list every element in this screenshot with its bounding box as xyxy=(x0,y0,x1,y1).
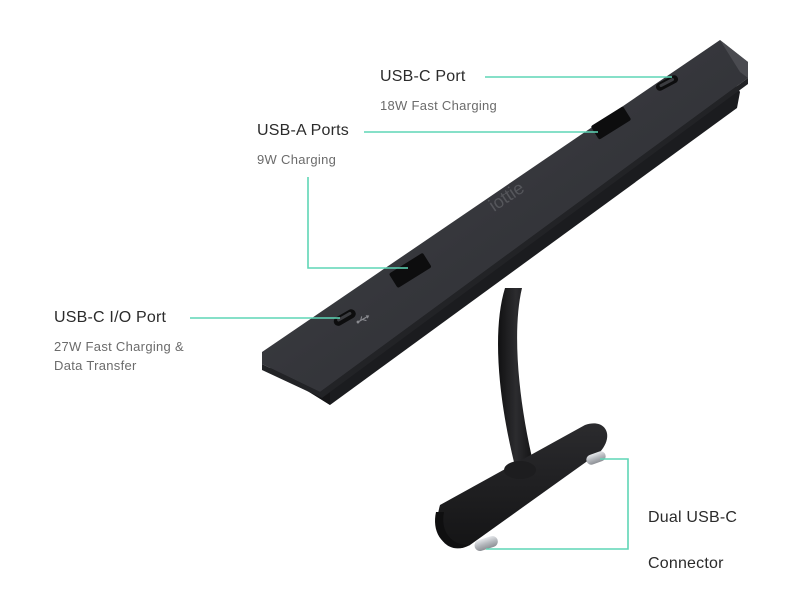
leader-lines xyxy=(190,76,672,550)
callout-subtitle: 9W Charging xyxy=(257,152,337,167)
callout-title: USB-C I/O Port xyxy=(54,309,167,326)
callout-title: USB-C Port xyxy=(380,68,466,85)
callout-subtitle-line1: 27W Fast Charging & xyxy=(54,339,184,354)
usb-a-port-right xyxy=(591,106,631,140)
leader-usba-left xyxy=(307,177,408,269)
callout-subtitle: 18W Fast Charging xyxy=(380,98,498,113)
callout-title: USB-A Ports xyxy=(257,122,350,139)
callout-title-line2: Connector xyxy=(648,555,724,572)
callout-usb-c-io-port: USB-C I/O Port 27W Fast Charging & Data … xyxy=(54,309,184,375)
connector-base xyxy=(435,423,608,551)
callout-subtitle: 27W Fast Charging & Data Transfer xyxy=(54,337,184,375)
callout-title-line1: Dual USB-C xyxy=(648,509,738,526)
callout-usb-a-ports: USB-A Ports 9W Charging xyxy=(257,122,349,169)
callout-dual-usb-c-connector: Dual USB-C Connector xyxy=(648,483,737,575)
cable xyxy=(498,288,534,470)
usb-a-port-left xyxy=(389,253,431,288)
callout-usb-c-port: USB-C Port 18W Fast Charging xyxy=(380,68,497,115)
hub-bar xyxy=(262,40,748,405)
callout-title: Dual USB-C Connector xyxy=(648,483,737,575)
callout-subtitle-line2: Data Transfer xyxy=(54,358,137,373)
usb-icon xyxy=(356,315,370,324)
usb-c-plug-front xyxy=(474,535,498,551)
usb-c-plug-back xyxy=(586,451,606,465)
leader-dual-top xyxy=(486,458,629,550)
usb-c-port-right xyxy=(655,75,679,91)
usb-c-io-port xyxy=(333,309,356,326)
